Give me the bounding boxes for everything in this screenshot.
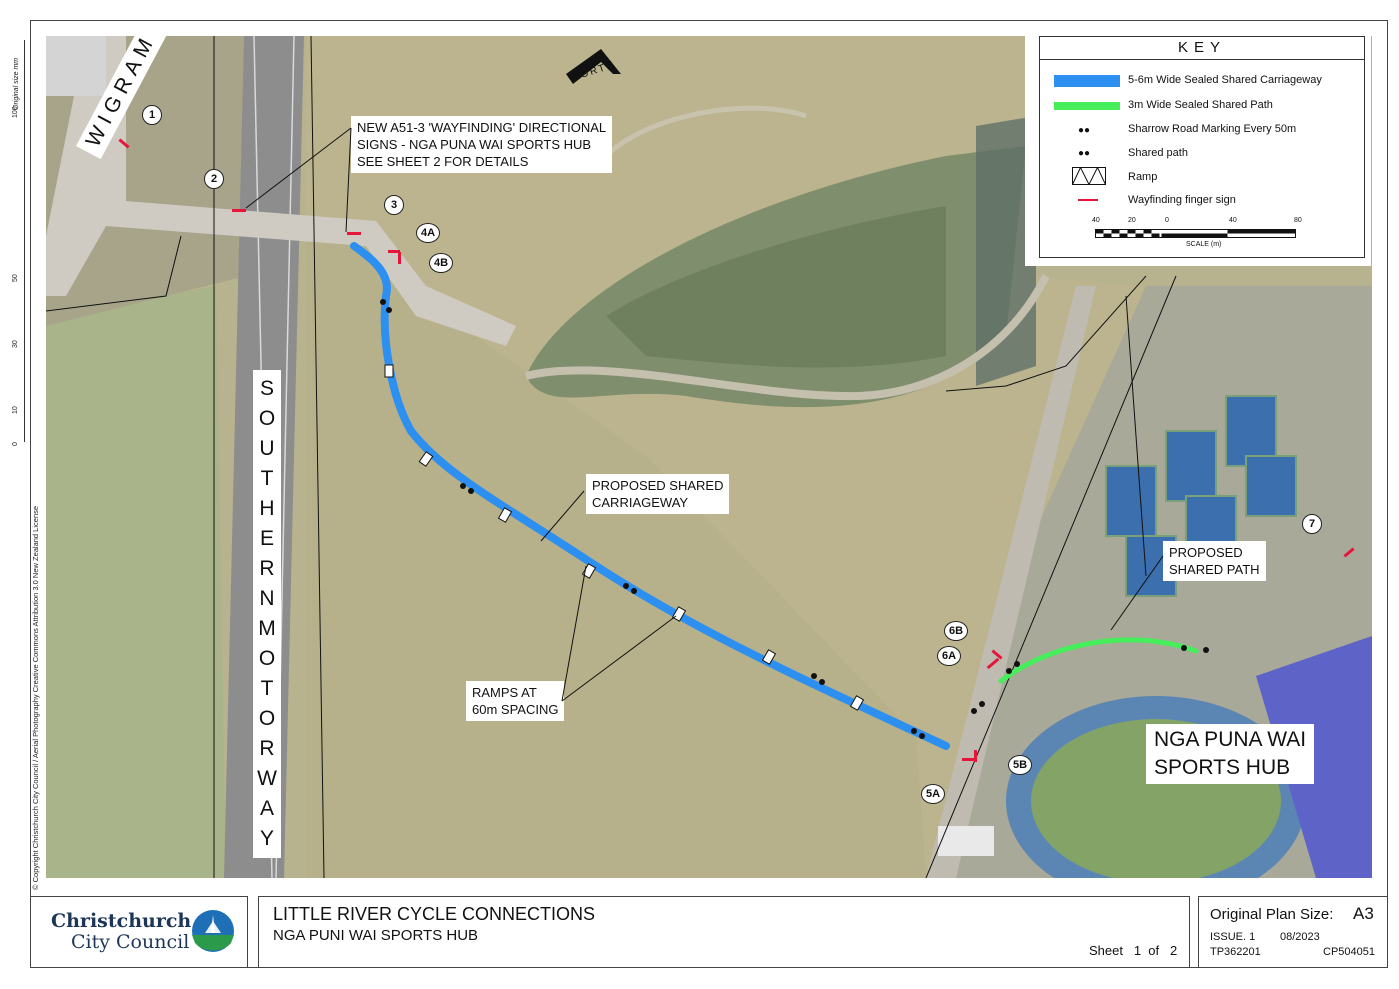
marker-6a: 6A (937, 646, 961, 666)
sheet-current: 1 (1133, 943, 1142, 958)
ruler-tick: 100 (12, 106, 19, 118)
sheet-number: Sheet 1 of 2 (1089, 943, 1177, 958)
sports-hub-label: NGA PUNA WAI SPORTS HUB (1146, 724, 1315, 784)
carriageway-note: PROPOSED SHARED CARRIAGEWAY (586, 474, 730, 514)
key-item-carriageway: 5-6m Wide Sealed Shared Carriageway (1128, 74, 1322, 86)
council-logo-block: Christchurch City Council (30, 896, 248, 968)
plan-size-label: Original Plan Size: (1210, 906, 1334, 923)
shared-path-line (998, 637, 1199, 684)
marker-7: 7 (1302, 514, 1322, 534)
ruler-tick: 30 (12, 340, 19, 348)
carriageway-line (350, 242, 950, 750)
scale-tick: 40 (1229, 217, 1237, 224)
plan-size-value: A3 (1353, 904, 1374, 923)
map-key: KEY 5-6m Wide Sealed Shared Carriageway … (1025, 22, 1371, 266)
ramp-icon (1072, 166, 1106, 186)
sign-5a (962, 758, 976, 761)
sign-2 (232, 209, 246, 212)
southern-motorway-label: SOUTHERN MOTORWAY (253, 370, 281, 858)
issue-number: ISSUE. 1 (1210, 931, 1256, 943)
wayfinding-sign-icon (1078, 199, 1098, 201)
marker-5a: 5A (921, 784, 945, 804)
scale-tick: 20 (1128, 217, 1136, 224)
ruler-tick: 0 (12, 442, 19, 446)
sign-4a (388, 250, 400, 253)
scale-tick: 80 (1294, 217, 1302, 224)
marker-5b: 5B (1008, 755, 1032, 775)
reference-cp: CP504051 (1323, 946, 1375, 958)
map-canvas (46, 36, 1372, 878)
plan-info-block: Original Plan Size: A3 ISSUE. 1 08/2023 … (1198, 896, 1388, 968)
aerial-map: NORTH WIGRAM RD SOUTHERN MOTORWAY NEW A5… (46, 36, 1372, 878)
project-subtitle: NGA PUNI WAI SPORTS HUB (273, 927, 479, 944)
ruler-tick: 50 (12, 274, 19, 282)
sharrow-icon: ●● (1078, 125, 1091, 136)
ruler-tick: 10 (12, 406, 19, 414)
key-item-sharrow: Sharrow Road Marking Every 50m (1128, 123, 1297, 135)
scale-tick: 40 (1092, 217, 1100, 224)
sheet-total: 2 (1169, 943, 1178, 958)
sheet-word: Sheet (1089, 943, 1123, 958)
sign-4b (398, 252, 401, 264)
issue-date: 08/2023 (1280, 931, 1320, 943)
marker-2: 2 (204, 169, 224, 189)
leader-lines (245, 127, 1164, 702)
key-item-shared-path-marking: Shared path (1128, 147, 1188, 159)
reference-tp: TP362201 (1210, 946, 1261, 958)
sheet-of: of (1148, 943, 1160, 958)
key-item-wayfinding: Wayfinding finger sign (1128, 194, 1236, 206)
scale-label: SCALE (m) (1186, 241, 1222, 248)
marker-4a: 4A (416, 223, 440, 243)
council-emblem-icon (191, 909, 235, 958)
shared-path-swatch (1054, 102, 1120, 110)
shared-path-icon: ●● (1078, 148, 1091, 159)
scale-tick: 0 (1165, 217, 1169, 224)
key-title: KEY (1040, 37, 1364, 60)
project-title: LITTLE RIVER CYCLE CONNECTIONS (273, 904, 596, 924)
marker-6b: 6B (944, 621, 968, 641)
key-item-shared-path: 3m Wide Sealed Shared Path (1128, 99, 1273, 111)
marker-4b: 4B (429, 253, 453, 273)
shared-path-note: PROPOSED SHARED PATH (1163, 541, 1266, 581)
council-name-line1: Christchurch (51, 910, 192, 932)
council-name-line2: City Council (71, 931, 190, 953)
ramps-note: RAMPS AT 60m SPACING (466, 681, 565, 721)
marker-3: 3 (384, 195, 404, 215)
carriageway-swatch (1054, 75, 1120, 87)
sign-3 (347, 232, 361, 235)
original-size-label: Original size mm (13, 57, 20, 110)
signs-note: NEW A51-3 'WAYFINDING' DIRECTIONAL SIGNS… (351, 116, 613, 173)
title-block: LITTLE RIVER CYCLE CONNECTIONS NGA PUNI … (258, 896, 1190, 968)
marker-1: 1 (142, 105, 162, 125)
copyright-notice: © Copyright Christchurch City Council / … (31, 505, 40, 890)
key-item-ramp: Ramp (1128, 171, 1158, 183)
sign-5b (974, 750, 977, 762)
